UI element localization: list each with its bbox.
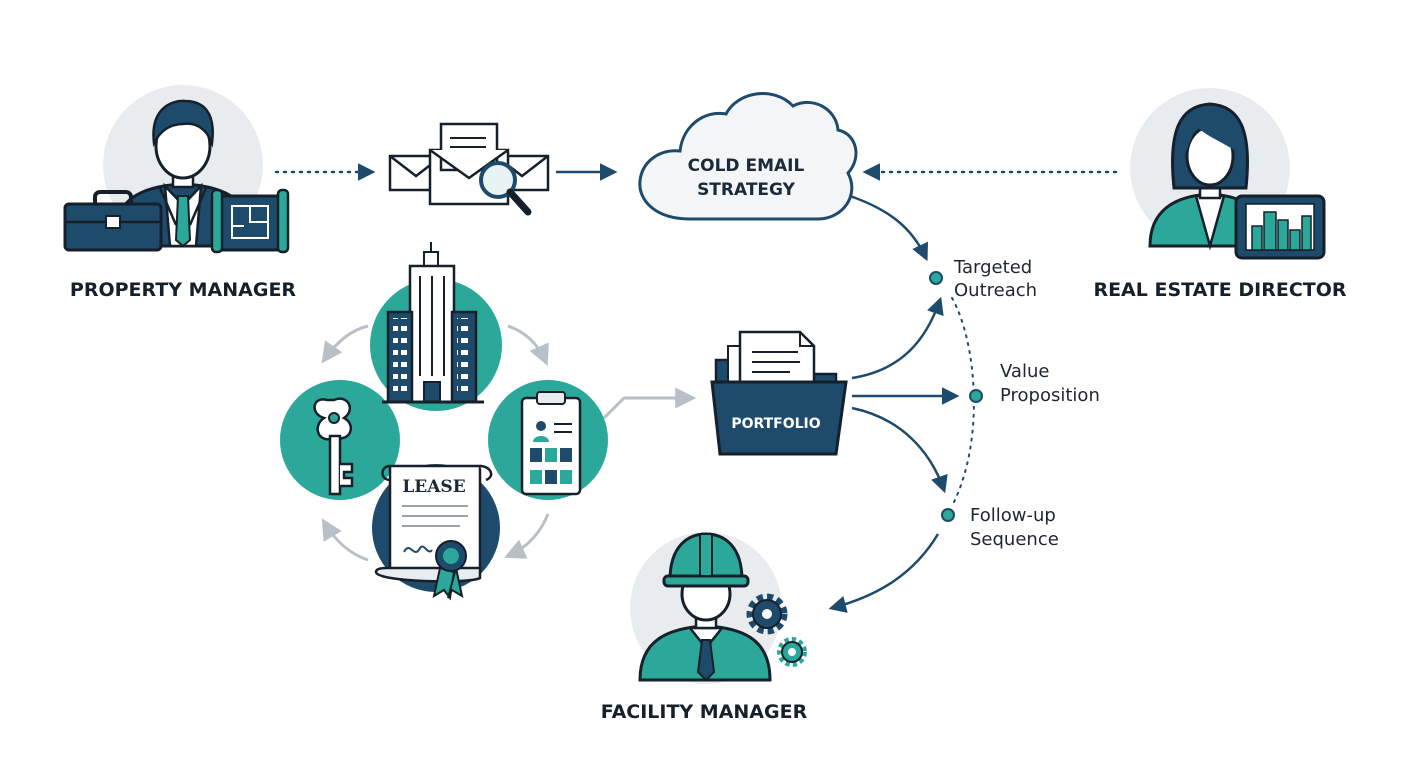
arrow-cluster-to-portfolio (602, 387, 697, 420)
step-2-line1: Value (1000, 361, 1049, 382)
lease-label: LEASE (402, 477, 465, 497)
step-value-proposition: Value Proposition (969, 361, 1100, 406)
step-1-line2: Outreach (954, 280, 1037, 301)
real-estate-director-group: REAL ESTATE DIRECTOR (1093, 88, 1347, 301)
real-estate-director-label: REAL ESTATE DIRECTOR (1093, 279, 1346, 301)
step-targeted-outreach: Targeted Outreach (929, 257, 1037, 301)
step-3-line1: Follow-up (970, 505, 1056, 526)
dotted-step-connector (951, 297, 975, 507)
cloud-title-line1: COLD EMAIL (688, 156, 805, 176)
arrow-followup-to-facility (828, 533, 940, 613)
clipboard-icon (520, 391, 582, 496)
facility-manager-label: FACILITY MANAGER (601, 701, 808, 723)
building-icon (382, 242, 484, 404)
step-3-line2: Sequence (970, 529, 1059, 550)
folder-icon: PORTFOLIO (710, 330, 848, 456)
cloud-icon: COLD EMAIL STRATEGY (638, 92, 858, 221)
arrow-portfolio-to-targeted (851, 296, 944, 380)
email-search-icon (388, 122, 550, 216)
hard-hat-icon (662, 532, 750, 588)
step-2-line2: Proposition (1000, 385, 1100, 406)
tablet-chart-icon (1234, 194, 1326, 260)
property-cycle-cluster: LEASE (276, 242, 612, 601)
cloud-title-line2: STRATEGY (697, 180, 796, 200)
property-manager-label: PROPERTY MANAGER (70, 279, 297, 301)
blueprint-icon (210, 188, 290, 254)
real-estate-director-avatar (1148, 102, 1270, 251)
cycle-arrow-top-right (507, 324, 549, 366)
arrow-cloud-to-targeted (849, 194, 929, 262)
step-follow-up-sequence: Follow-up Sequence (941, 505, 1059, 550)
gears-icon (746, 593, 807, 667)
lease-scroll-icon: LEASE (374, 464, 493, 601)
key-icon (313, 397, 354, 496)
cycle-arrow-bottom-left (321, 518, 369, 562)
portfolio-label: PORTFOLIO (731, 416, 820, 432)
arrow-portfolio-to-followup (851, 406, 948, 494)
cycle-arrow-top-left (321, 324, 369, 364)
facility-manager-group: FACILITY MANAGER (601, 532, 808, 723)
briefcase-icon (63, 190, 163, 252)
cycle-arrow-bottom-right (504, 513, 550, 559)
step-1-line1: Targeted (953, 257, 1032, 278)
property-manager-group: PROPERTY MANAGER (63, 85, 297, 301)
